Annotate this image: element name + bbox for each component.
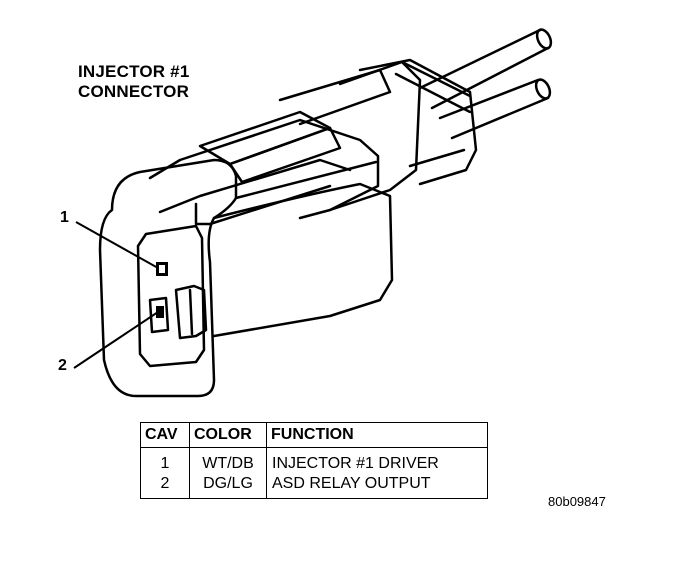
terminal-face <box>136 224 206 368</box>
cell-function: ASD RELAY OUTPUT <box>266 474 488 499</box>
leader-line-1 <box>75 221 159 269</box>
cell-color: WT/DB <box>189 447 267 474</box>
cell-color: DG/LG <box>189 474 267 499</box>
callout-cavity-2: 2 <box>58 357 67 374</box>
callout-cavity-1: 1 <box>60 209 69 226</box>
header-function: FUNCTION <box>266 422 488 448</box>
lock-tab <box>174 284 208 340</box>
latch <box>148 118 380 220</box>
table-row: 2 DG/LG ASD RELAY OUTPUT <box>140 474 488 499</box>
pinout-table: CAV COLOR FUNCTION 1 WT/DB INJECTOR #1 D… <box>140 422 488 499</box>
top-rib-2 <box>228 126 342 184</box>
header-cav: CAV <box>140 422 190 448</box>
header-color: COLOR <box>189 422 267 448</box>
top-rib-3 <box>278 68 392 126</box>
cell-function: INJECTOR #1 DRIVER <box>266 447 488 474</box>
connector-body <box>98 158 238 398</box>
cell-cav: 2 <box>140 474 190 499</box>
cell-cav: 1 <box>140 447 190 474</box>
leader-line-2 <box>73 311 159 369</box>
wire-upper <box>418 28 553 110</box>
cavity-2-pin <box>156 306 164 318</box>
table-row: 1 WT/DB INJECTOR #1 DRIVER <box>140 447 488 474</box>
title-line-1: INJECTOR #1 <box>78 62 190 81</box>
wire-lower <box>438 78 552 140</box>
cavity-2-slot <box>148 296 170 334</box>
title-line-2: CONNECTOR <box>78 82 190 101</box>
connector-title: INJECTOR #1 CONNECTOR <box>78 62 189 102</box>
figure-id: 80b09847 <box>548 494 606 509</box>
table-header-row: CAV COLOR FUNCTION <box>140 422 488 448</box>
